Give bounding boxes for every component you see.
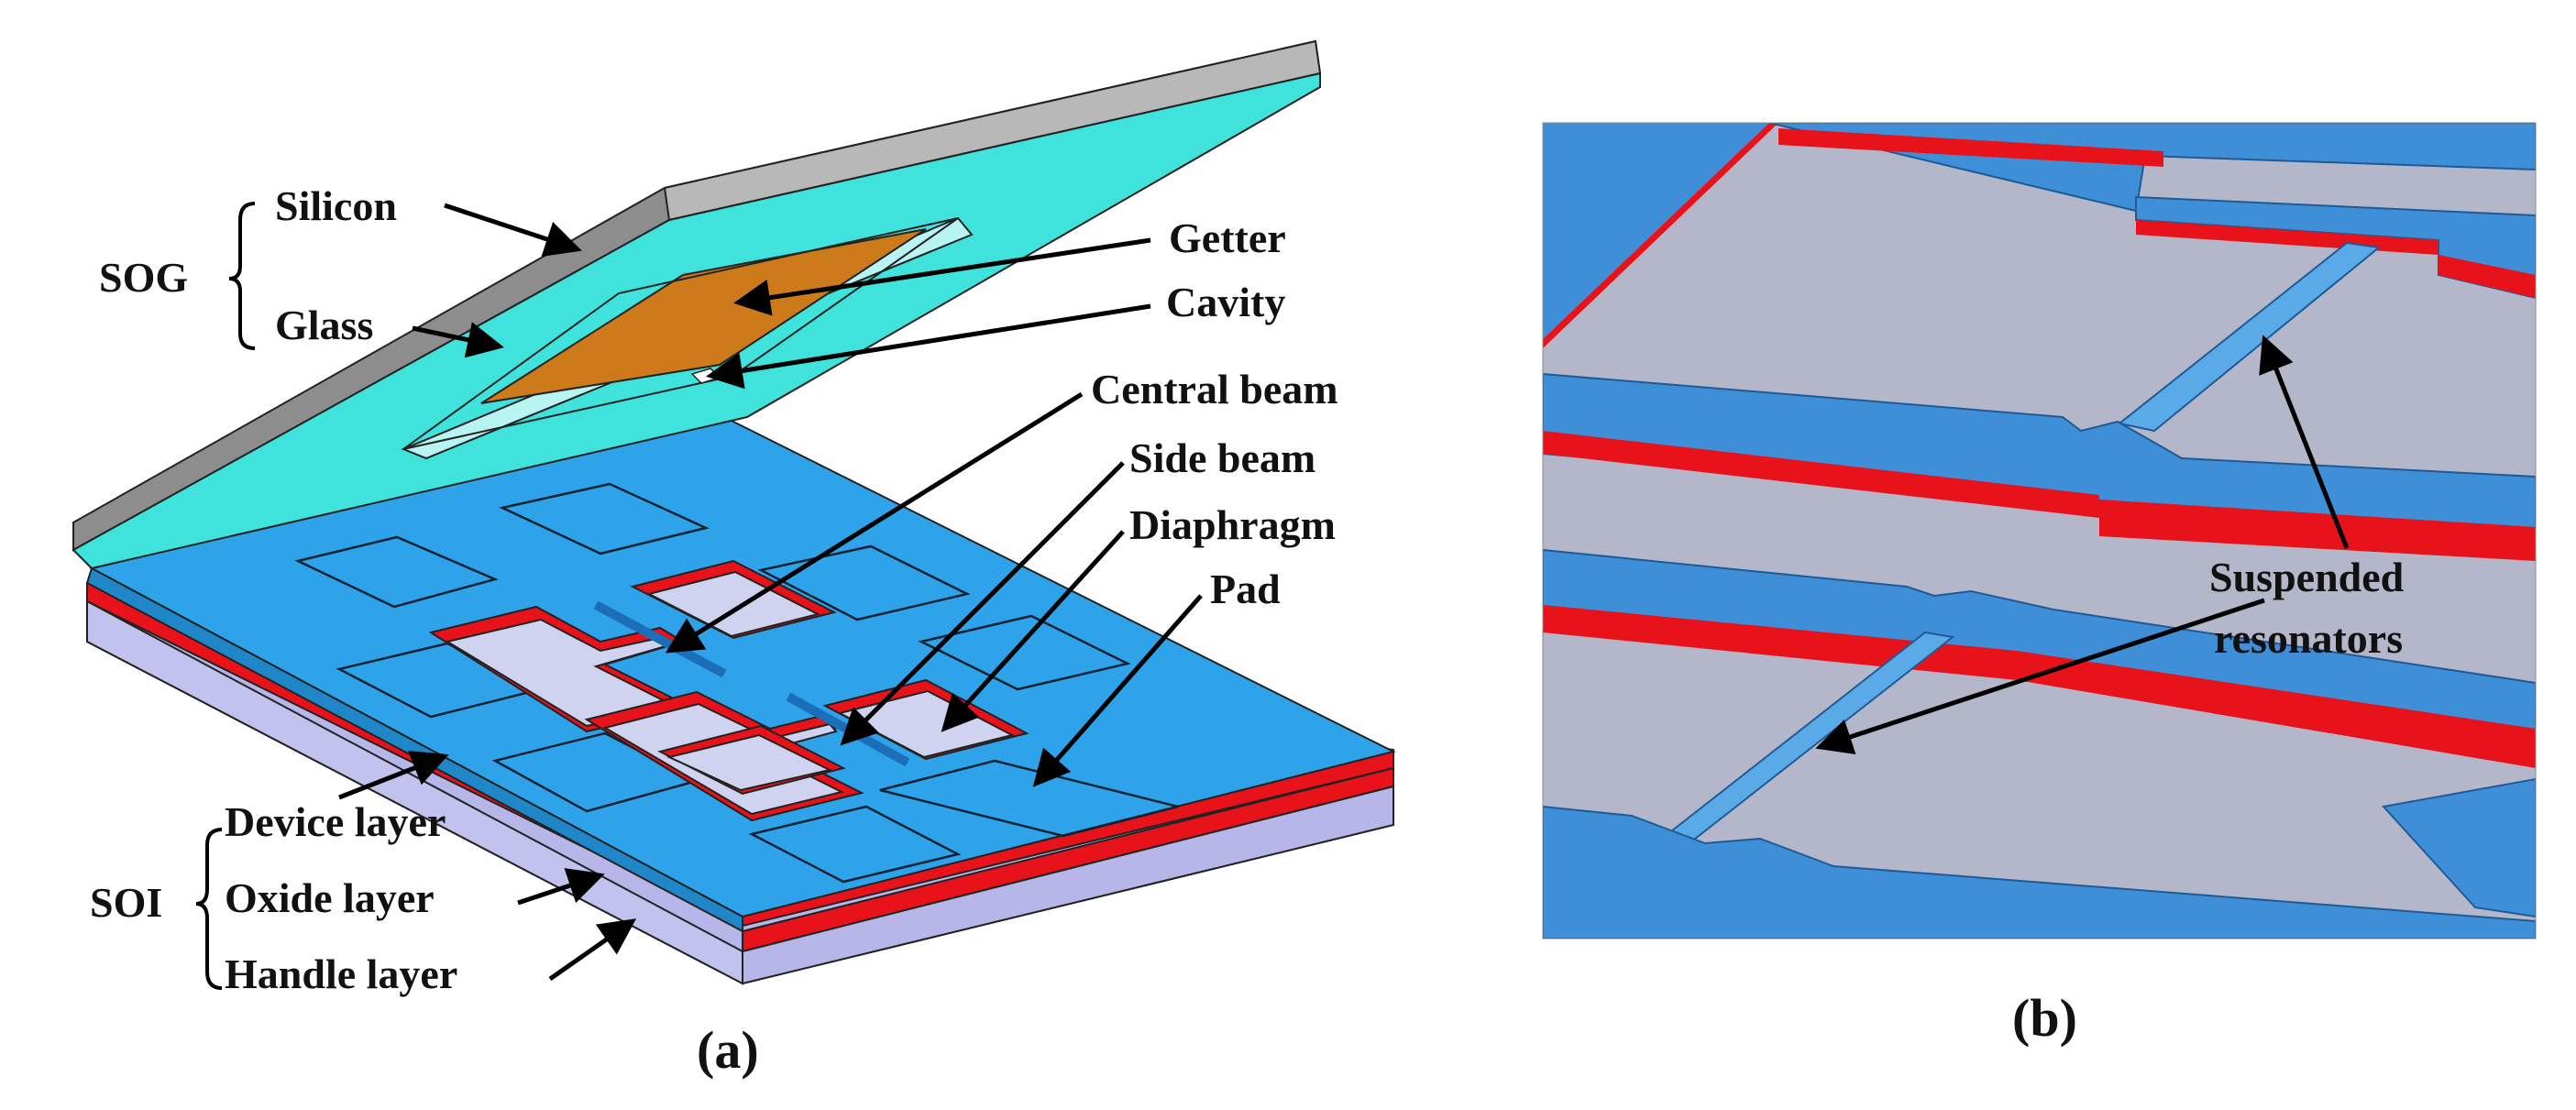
oxide-layer-arrow (517, 868, 605, 906)
handle-layer-label: Handle layer (225, 951, 457, 997)
panel-a: SOG Silicon Glass Getter Cavity Central … (72, 39, 1396, 1080)
diaphragm-arrow (941, 530, 1125, 732)
diaphragm-1 (428, 559, 837, 733)
handle-layer-arrow (548, 918, 637, 982)
soi-brace (195, 828, 223, 990)
upper-resonator-arrow (2259, 335, 2350, 549)
device-layer-arrow (338, 751, 449, 800)
sog-brace (228, 202, 256, 350)
suspended-resonators-label-line2: resonators (2214, 615, 2403, 662)
cavity-outline (402, 217, 959, 450)
pad (757, 544, 971, 621)
upper-resonator (2117, 241, 2382, 433)
glass-label: Glass (275, 302, 373, 348)
oxide-layer-label: Oxide layer (225, 874, 435, 921)
central-beam-arrow (665, 391, 1084, 654)
diaphragm-label: Diaphragm (1129, 501, 1336, 548)
glass-arrow (412, 322, 504, 358)
cavity-label: Cavity (1166, 279, 1285, 325)
central-beam-label: Central beam (1091, 366, 1338, 412)
central-beam-1 (593, 600, 727, 678)
device-layer-label: Device layer (225, 798, 446, 845)
suspended-resonators-label-line1: Suspended (2209, 554, 2405, 600)
pad (748, 805, 962, 884)
pad (294, 535, 499, 609)
getter-arrow (733, 237, 1151, 316)
sog-cap (72, 39, 1322, 570)
pad (499, 482, 710, 555)
sog-label: SOG (99, 254, 188, 301)
side-beam-arrow (840, 461, 1125, 746)
pad (918, 614, 1131, 691)
getter (480, 228, 927, 404)
getter-label: Getter (1169, 214, 1286, 261)
pad-label: Pad (1210, 566, 1281, 612)
silicon-label: Silicon (275, 182, 397, 229)
soi-label: SOI (90, 879, 162, 926)
panel-b: Suspended resonators (b) (1542, 122, 2537, 1048)
silicon-arrow (444, 203, 582, 257)
panel-b-caption: (b) (2012, 988, 2077, 1048)
panel-a-caption: (a) (697, 1020, 759, 1080)
side-beam-label: Side beam (1129, 434, 1316, 481)
lower-resonator-arrow (1815, 598, 2265, 755)
cavity-arrow (706, 303, 1151, 390)
pad-arrow (1032, 594, 1203, 787)
diaphragm-2 (584, 678, 1029, 822)
pad (879, 759, 1179, 838)
panel-b-render (1543, 123, 2536, 939)
